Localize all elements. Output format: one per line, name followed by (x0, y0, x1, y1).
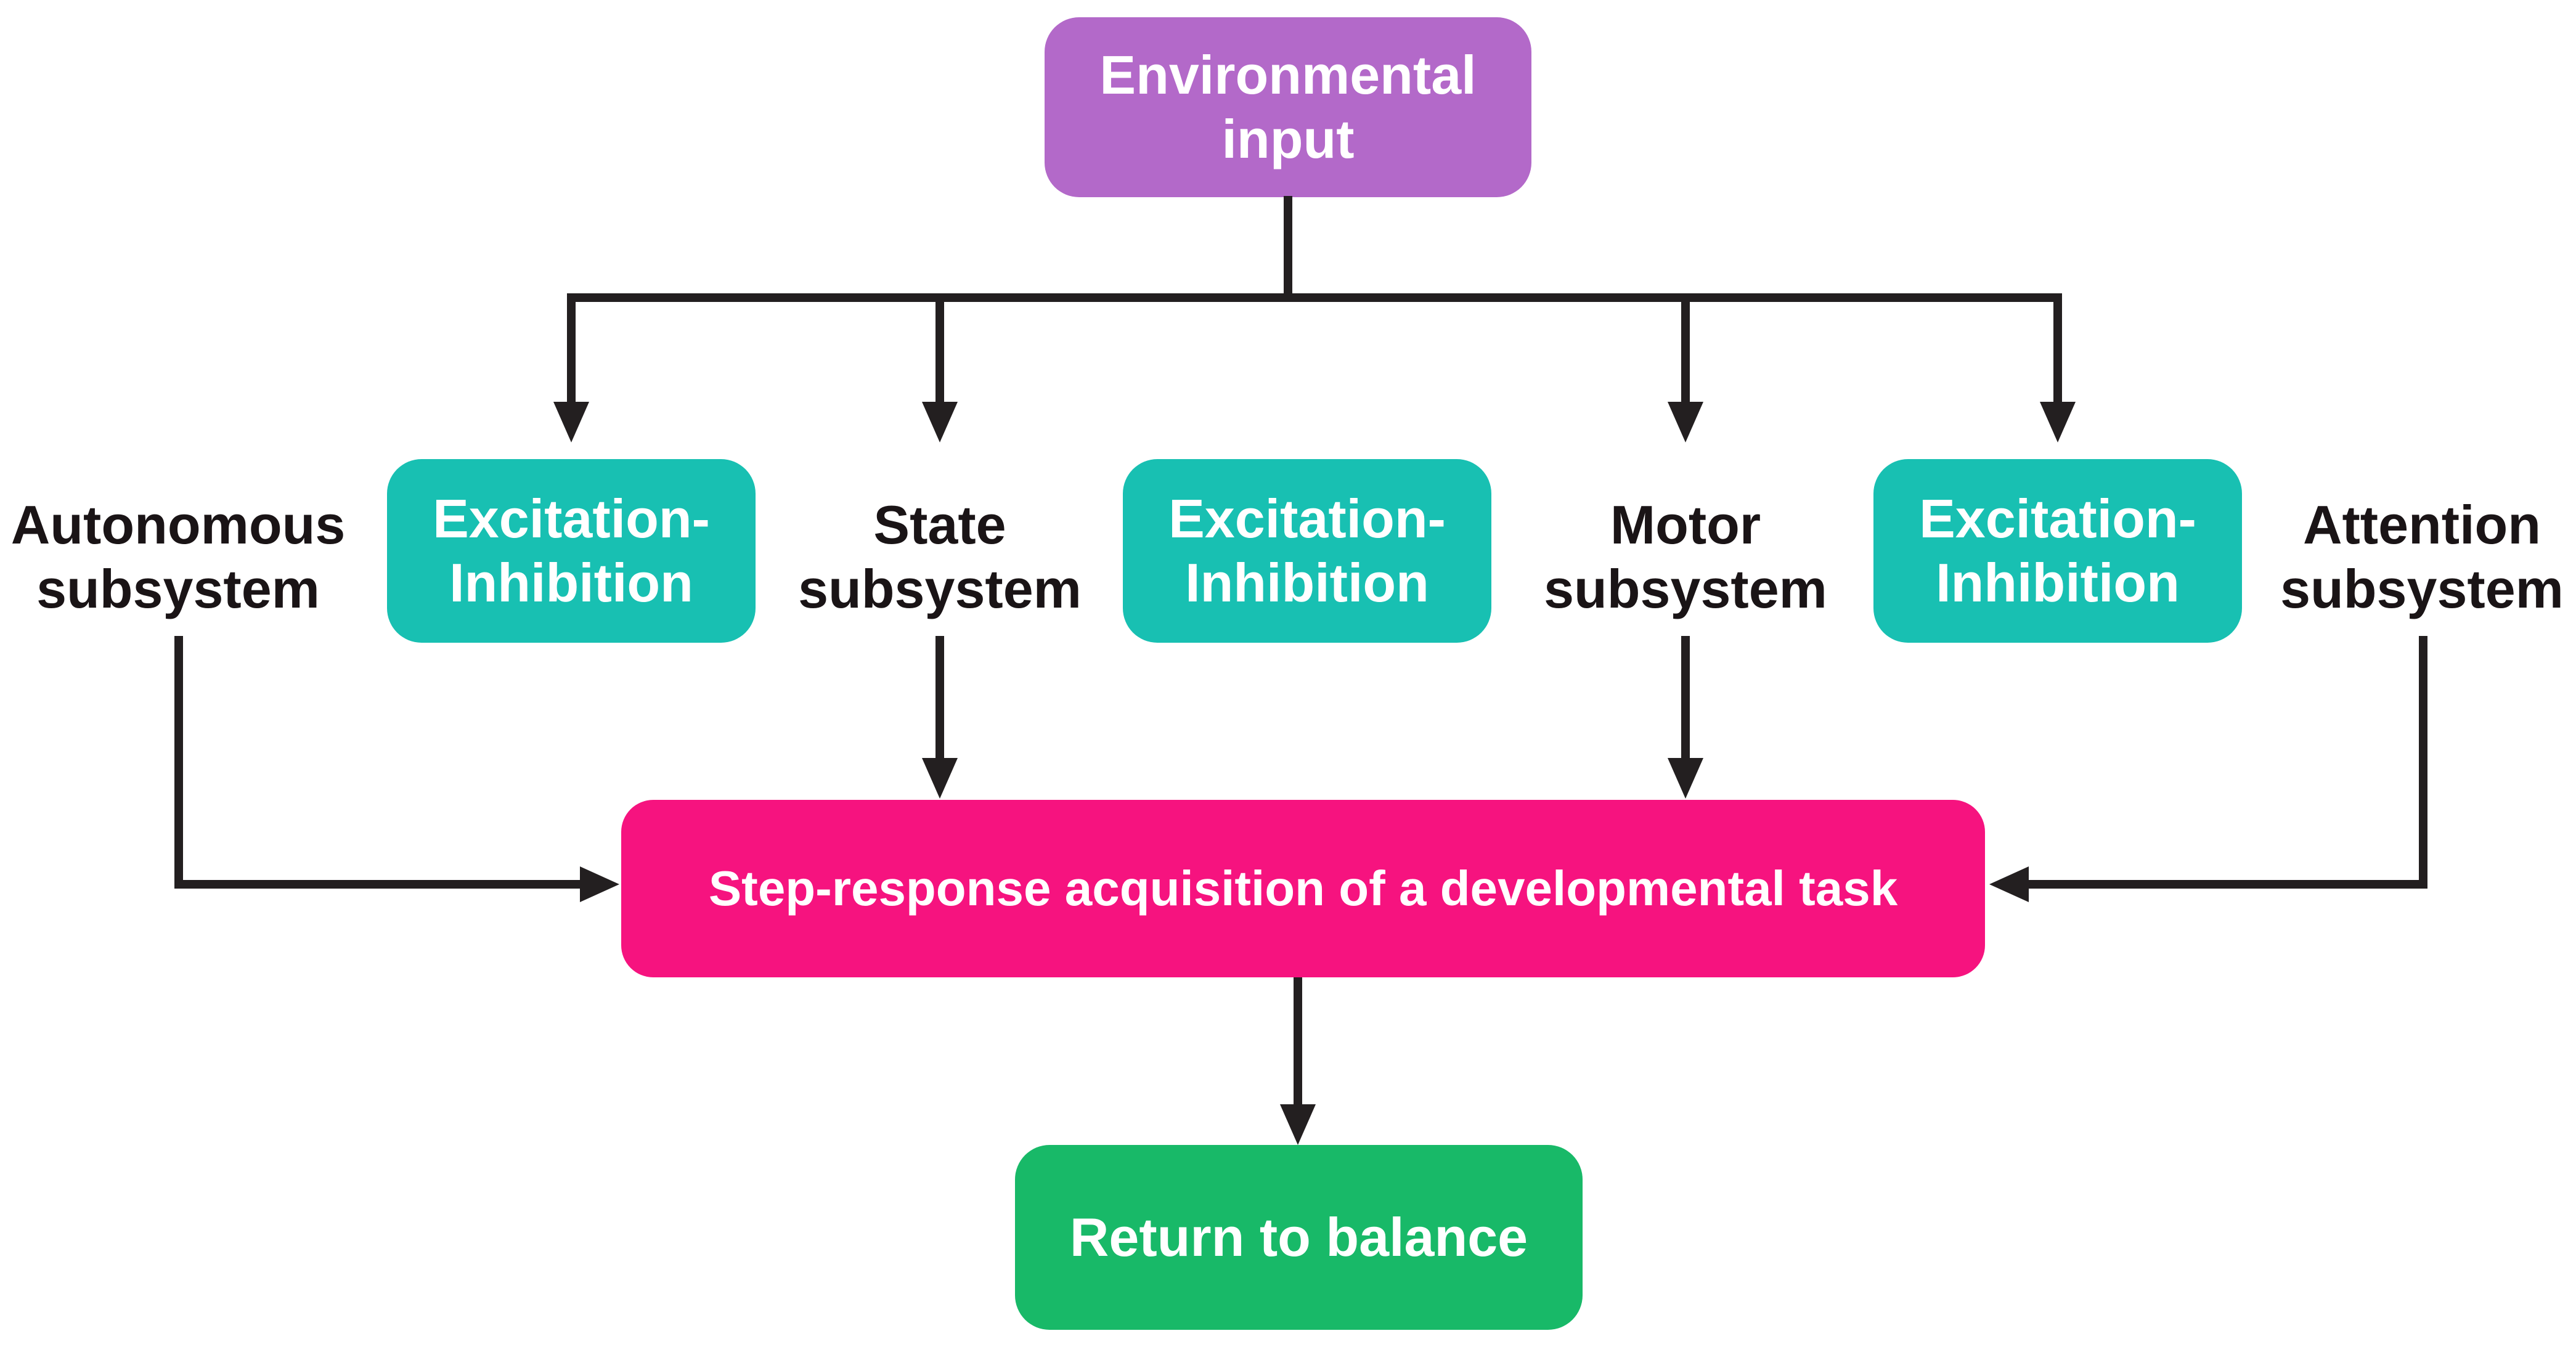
attention-subsystem-label: Attention subsystem (2225, 493, 2576, 621)
arrow-to-excitation-inhibition-3-line (2053, 293, 2062, 403)
arrow-to-motor-subsystem-head (1668, 402, 1703, 442)
step-response-label: Step-response acquisition of a developme… (708, 860, 1898, 916)
autonomous-to-step-elbow-vertical-line (174, 636, 183, 882)
state-subsystem-label-line2: subsystem (798, 558, 1082, 619)
excitation-inhibition-2-label-line1: Excitation- (1168, 488, 1446, 550)
excitation-inhibition-node-3: Excitation- Inhibition (1873, 459, 2242, 643)
excitation-inhibition-1-label-line1: Excitation- (433, 488, 710, 550)
step-to-return-arrow-head (1280, 1104, 1316, 1145)
attention-to-step-elbow-vertical-line (2419, 636, 2427, 882)
motor-subsystem-label-line1: Motor (1610, 494, 1761, 555)
motor-to-step-arrow-line (1681, 636, 1690, 760)
autonomous-subsystem-label-line2: subsystem (36, 558, 320, 619)
excitation-inhibition-node-2: Excitation- Inhibition (1123, 459, 1491, 643)
environmental-input-node: Environmental input (1045, 17, 1531, 197)
step-response-node: Step-response acquisition of a developme… (621, 800, 1985, 977)
excitation-inhibition-2-label-line2: Inhibition (1185, 552, 1429, 613)
attention-to-step-elbow-horizontal-line (2028, 880, 2427, 889)
autonomous-to-step-arrow-head (580, 866, 619, 902)
autonomous-subsystem-label-line1: Autonomous (10, 494, 346, 555)
state-subsystem-label-line1: State (873, 494, 1006, 555)
excitation-inhibition-1-label-line2: Inhibition (449, 552, 693, 613)
motor-to-step-arrow-head (1668, 758, 1703, 799)
attention-to-step-arrow-head (1989, 866, 2029, 902)
excitation-inhibition-3-label-line2: Inhibition (1936, 552, 2180, 613)
arrow-to-state-subsystem-head (922, 402, 958, 442)
state-to-step-arrow-head (922, 758, 958, 799)
arrow-to-excitation-inhibition-1-line (567, 293, 576, 403)
attention-subsystem-label-line2: subsystem (2280, 558, 2564, 619)
arrow-to-motor-subsystem-line (1681, 293, 1690, 403)
return-to-balance-node: Return to balance (1015, 1145, 1583, 1330)
motor-subsystem-label-line2: subsystem (1544, 558, 1827, 619)
step-to-return-arrow-line (1294, 977, 1302, 1106)
attention-subsystem-label-line1: Attention (2302, 494, 2541, 555)
excitation-inhibition-3-label-line1: Excitation- (1919, 488, 2196, 550)
autonomous-subsystem-label: Autonomous subsystem (0, 493, 375, 621)
return-to-balance-label: Return to balance (1069, 1207, 1528, 1268)
env-to-branch-connector-line (1284, 196, 1292, 297)
autonomous-to-step-elbow-horizontal-line (174, 880, 581, 889)
environmental-input-label-line1: Environmental (1099, 44, 1477, 106)
arrow-to-excitation-inhibition-1-head (553, 402, 589, 442)
motor-subsystem-label: Motor subsystem (1488, 493, 1883, 621)
arrow-to-excitation-inhibition-3-head (2040, 402, 2076, 442)
state-subsystem-label: State subsystem (743, 493, 1137, 621)
state-to-step-arrow-line (935, 636, 944, 760)
branch-horizontal-line (567, 293, 2062, 302)
environmental-input-label-line2: input (1221, 108, 1355, 169)
excitation-inhibition-node-1: Excitation- Inhibition (387, 459, 756, 643)
arrow-to-state-subsystem-line (935, 293, 944, 403)
